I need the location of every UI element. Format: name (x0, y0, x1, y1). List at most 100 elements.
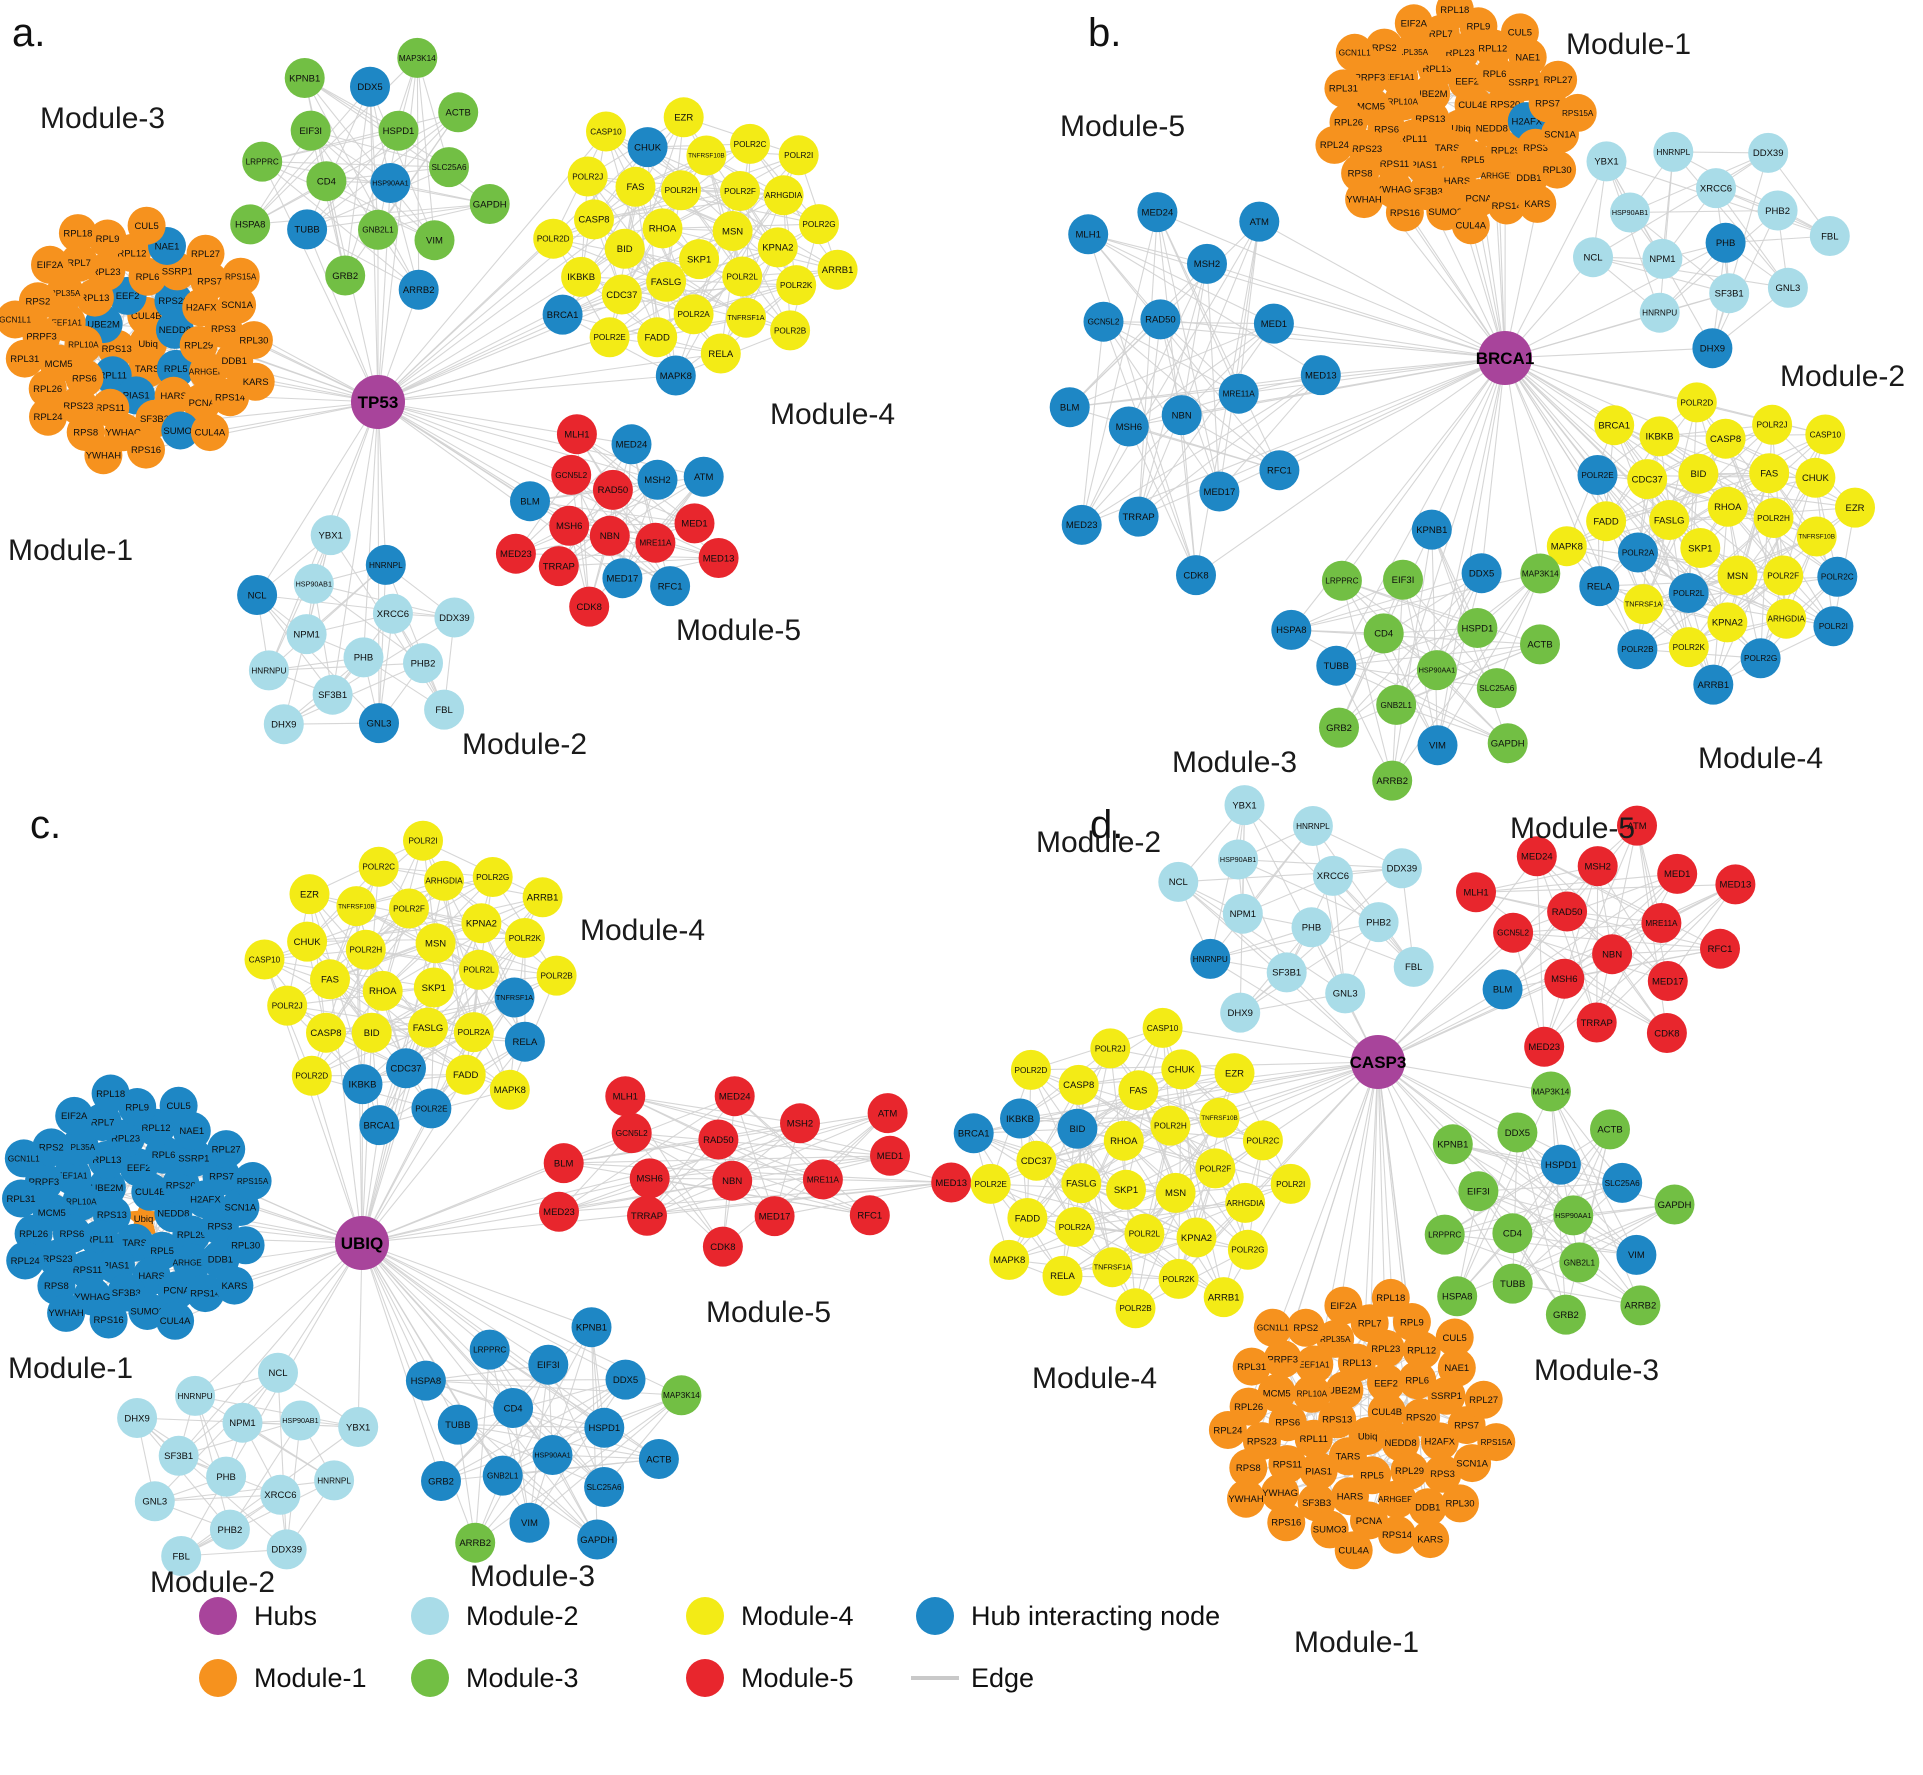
node-NCL[interactable]: NCL (237, 575, 278, 615)
node-BID[interactable]: BID (351, 1012, 392, 1053)
node-LRPPRC[interactable]: LRPPRC (1321, 560, 1362, 601)
node-RPS2[interactable]: RPS2 (1286, 1308, 1325, 1347)
node-LRPPRC[interactable]: LRPPRC (469, 1329, 510, 1370)
node-FASLG[interactable]: FASLG (408, 1007, 448, 1048)
node-HSPD1[interactable]: HSPD1 (1457, 608, 1498, 648)
node-ACTB[interactable]: ACTB (438, 92, 479, 133)
node-EZR[interactable]: EZR (1835, 487, 1875, 528)
node-BRCA1[interactable]: BRCA1 (953, 1113, 994, 1154)
node-SLC25A6[interactable]: SLC25A6 (1602, 1162, 1643, 1203)
node-MED17[interactable]: MED17 (602, 558, 643, 599)
node-TUBB[interactable]: TUBB (437, 1404, 478, 1445)
node-HNRNPU[interactable]: HNRNPU (1639, 292, 1680, 333)
node-VIM[interactable]: VIM (1616, 1234, 1657, 1275)
node-MAP3K14[interactable]: MAP3K14 (397, 37, 438, 78)
node-POLR2A[interactable]: POLR2A (453, 1012, 494, 1053)
node-RPS16[interactable]: RPS16 (89, 1300, 128, 1339)
node-CUL4A[interactable]: CUL4A (190, 413, 229, 452)
node-HSPD1[interactable]: HSPD1 (378, 110, 419, 151)
node-HSP90AB1[interactable]: HSP90AB1 (1610, 192, 1650, 233)
node-FAS[interactable]: FAS (615, 166, 656, 207)
node-ATM[interactable]: ATM (1239, 201, 1280, 242)
node-RPL18[interactable]: RPL18 (58, 214, 97, 253)
node-MED23[interactable]: MED23 (1524, 1026, 1565, 1067)
node-RHOA[interactable]: RHOA (642, 208, 683, 249)
node-BLM[interactable]: BLM (1049, 387, 1090, 428)
node-SLC25A6[interactable]: SLC25A6 (584, 1467, 625, 1507)
node-MED23[interactable]: MED23 (539, 1191, 579, 1232)
node-GNL3[interactable]: GNL3 (1767, 267, 1808, 308)
node-SKP1[interactable]: SKP1 (413, 967, 454, 1008)
node-IKBKB[interactable]: IKBKB (342, 1064, 383, 1105)
node-HSPA8[interactable]: HSPA8 (1437, 1276, 1478, 1317)
node-TUBB[interactable]: TUBB (1316, 645, 1357, 686)
node-RPS15A[interactable]: RPS15A (1558, 93, 1597, 132)
node-POLR2G[interactable]: POLR2G (472, 857, 513, 897)
node-ARRB1[interactable]: ARRB1 (1693, 664, 1734, 705)
node-BLM[interactable]: BLM (1482, 969, 1523, 1010)
node-CASP8[interactable]: CASP8 (1705, 418, 1746, 459)
node-FASLG[interactable]: FASLG (1649, 500, 1690, 540)
node-RAD50[interactable]: RAD50 (592, 469, 633, 510)
node-GAPDH[interactable]: GAPDH (1487, 723, 1528, 764)
node-RPL30[interactable]: RPL30 (1538, 150, 1577, 189)
node-CUL4A[interactable]: CUL4A (156, 1301, 195, 1340)
node-ARRB2[interactable]: ARRB2 (398, 269, 439, 310)
node-FAS[interactable]: FAS (1749, 453, 1790, 494)
node-EIF3I[interactable]: EIF3I (1383, 559, 1423, 600)
node-POLR2B[interactable]: POLR2B (536, 955, 577, 996)
node-POLR2A[interactable]: POLR2A (673, 294, 714, 335)
node-TNFRSF10B[interactable]: TNFRSF10B (1199, 1097, 1240, 1138)
node-MSH6[interactable]: MSH6 (1108, 406, 1149, 447)
node-RELA[interactable]: RELA (1042, 1255, 1083, 1296)
node-SF3B1[interactable]: SF3B1 (158, 1435, 199, 1476)
node-GRB2[interactable]: GRB2 (421, 1461, 461, 1501)
node-MED23[interactable]: MED23 (1061, 504, 1102, 545)
node-NCL[interactable]: NCL (1573, 237, 1613, 278)
node-CASP8[interactable]: CASP8 (306, 1012, 346, 1053)
node-KPNB1[interactable]: KPNB1 (571, 1307, 612, 1348)
node-GNL3[interactable]: GNL3 (1325, 973, 1366, 1014)
node-TNFRSF1A[interactable]: TNFRSF1A (494, 977, 535, 1018)
node-FAS[interactable]: FAS (1118, 1070, 1159, 1111)
node-CASP8[interactable]: CASP8 (574, 199, 614, 240)
node-SLC25A6[interactable]: SLC25A6 (429, 147, 469, 188)
node-SF3B1[interactable]: SF3B1 (1266, 952, 1307, 993)
node-FBL[interactable]: FBL (1393, 946, 1434, 987)
node-MSH6[interactable]: MSH6 (549, 505, 590, 546)
node-POLR2D[interactable]: POLR2D (1010, 1049, 1051, 1090)
node-POLR2H[interactable]: POLR2H (1150, 1105, 1191, 1146)
node-TNFRSF10B[interactable]: TNFRSF10B (1796, 516, 1837, 557)
node-TUBB[interactable]: TUBB (287, 209, 328, 250)
node-POLR2C[interactable]: POLR2C (1817, 556, 1858, 597)
node-HNRNPL[interactable]: HNRNPL (365, 544, 406, 585)
node-MRE11A[interactable]: MRE11A (1218, 373, 1259, 414)
node-RPS14[interactable]: RPS14 (1378, 1515, 1416, 1554)
node-MSH2[interactable]: MSH2 (637, 459, 678, 500)
node-YWHAH[interactable]: YWHAH (47, 1293, 86, 1332)
node-HSP90AA1[interactable]: HSP90AA1 (370, 163, 411, 203)
node-CDC37[interactable]: CDC37 (1016, 1140, 1057, 1181)
node-RAD50[interactable]: RAD50 (1547, 891, 1588, 932)
node-CUL5[interactable]: CUL5 (1500, 13, 1539, 52)
node-PHB2[interactable]: PHB2 (1757, 190, 1798, 231)
node-MED17[interactable]: MED17 (754, 1196, 795, 1237)
node-MED24[interactable]: MED24 (1137, 192, 1178, 233)
node-POLR2A[interactable]: POLR2A (1054, 1207, 1095, 1247)
node-CD4[interactable]: CD4 (1363, 613, 1404, 654)
node-CASP10[interactable]: CASP10 (586, 111, 626, 152)
node-CUL5[interactable]: CUL5 (159, 1086, 198, 1125)
node-POLR2H[interactable]: POLR2H (345, 929, 386, 970)
node-POLR2D[interactable]: POLR2D (1676, 382, 1717, 423)
node-SLC25A6[interactable]: SLC25A6 (1476, 668, 1517, 709)
node-BLM[interactable]: BLM (543, 1143, 584, 1184)
node-GNB2L1[interactable]: GNB2L1 (1376, 684, 1417, 725)
node-GRB2[interactable]: GRB2 (1319, 707, 1359, 748)
node-MAPK8[interactable]: MAPK8 (989, 1239, 1030, 1280)
node-TRRAP[interactable]: TRRAP (627, 1195, 667, 1236)
node-MLH1[interactable]: MLH1 (605, 1076, 646, 1117)
node-FBL[interactable]: FBL (424, 689, 465, 730)
node-CHUK[interactable]: CHUK (627, 127, 668, 168)
node-DDX39[interactable]: DDX39 (434, 597, 475, 638)
node-NPM1[interactable]: NPM1 (222, 1402, 263, 1443)
